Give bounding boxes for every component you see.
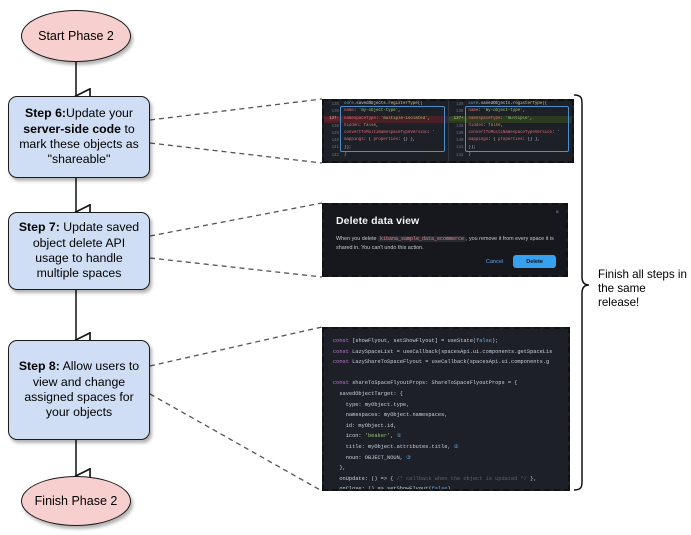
- code-line: type: myObject.type,: [333, 401, 410, 408]
- diff-line: 135 core.savedObjects.registerType({: [449, 101, 573, 108]
- node-start-phase-2[interactable]: Start Phase 2: [21, 10, 131, 62]
- diff-line: 136 name: 'my-object-type',: [449, 108, 573, 115]
- diff-line: 138 hidden: false,: [449, 123, 573, 130]
- code-line: },: [333, 465, 346, 472]
- step-8-prefix: Step 8:: [18, 359, 60, 374]
- diff-line: 139 convertToMultiNamespaceTypeVersion: …: [324, 130, 448, 137]
- code-line: const [showFlyout, setShowFlyout] = useS…: [333, 338, 499, 344]
- dialog-title: Delete data view: [336, 215, 420, 227]
- line-number: 141: [331, 146, 339, 151]
- brace-note: Finish all steps in the same release!: [598, 268, 687, 310]
- diff-code: });: [344, 145, 352, 150]
- node-step-6-label: Step 6:Update your server-side code to m…: [15, 106, 143, 168]
- screenshot-flyout-code[interactable]: const [showFlyout, setShowFlyout] = useS…: [322, 327, 570, 491]
- diff-line: 135 core.savedObjects.registerType({: [324, 101, 448, 108]
- diff-code: mappings: { properties: {} },: [468, 138, 540, 143]
- node-finish-phase-2[interactable]: Finish Phase 2: [21, 476, 131, 526]
- close-icon[interactable]: ×: [555, 210, 559, 216]
- node-finish-label: Finish Phase 2: [34, 494, 118, 508]
- node-step-7-label: Step 7: Update saved object delete API u…: [15, 220, 143, 282]
- line-number: 135: [331, 102, 339, 107]
- code-line: id: myObject.id,: [333, 422, 397, 429]
- diff-code: }: [344, 153, 347, 158]
- line-number: 138: [456, 124, 464, 129]
- diff-line: 141});: [324, 145, 448, 152]
- code-line: const LazySpaceList = useCallback(spaces…: [333, 348, 553, 355]
- delete-button[interactable]: Delete: [513, 255, 556, 268]
- dialog-actions: Cancel Delete: [486, 255, 556, 268]
- code-line: onClose: () => setShowFlyout(false),: [333, 486, 454, 491]
- diff-code: mappings: { properties: {} },: [344, 138, 416, 143]
- step-6-text-a: Update your: [66, 106, 133, 121]
- diff-line: 137+ namespaceType: 'multiple',: [448, 115, 572, 123]
- dialog-body: When you delete kibana_sample_data_ecomm…: [336, 235, 555, 253]
- code-line: onUpdate: () => { /* callback when the o…: [333, 475, 537, 482]
- dialog-body-code: kibana_sample_data_ecommerce: [377, 236, 466, 242]
- diff-code: name: 'my-object-type',: [468, 109, 526, 114]
- line-number: 142: [331, 153, 339, 158]
- dialog-body-before: When you delete: [336, 236, 377, 242]
- line-number: 139: [331, 131, 339, 136]
- dialog-body-after: , you remove it from every space it is s…: [336, 236, 554, 251]
- line-number: 137+: [448, 117, 467, 122]
- diff-line: 141});: [449, 145, 573, 152]
- line-number: 136: [331, 109, 339, 114]
- diff-code: namespaceType: 'multiple-isolated',: [344, 116, 431, 121]
- line-number: 137-: [324, 117, 342, 122]
- diff-line: 139 convertToMultiNamespaceTypeVersion: …: [449, 130, 573, 137]
- code-line: const LazyShareToSpaceFlyout = useCallba…: [333, 359, 550, 366]
- code-line: title: myObject.attributes.title, ②: [333, 443, 459, 450]
- line-number: 138: [331, 124, 339, 129]
- line-number: 142: [456, 153, 464, 158]
- line-number: 141: [456, 146, 464, 151]
- diff-code: convertToMultiNamespaceTypeVersion: ': [468, 131, 560, 136]
- code-line: [333, 368, 568, 379]
- diff-code: });: [468, 145, 476, 150]
- line-number: 140: [331, 139, 339, 144]
- code-line: const shareToSpaceFlyoutProps: ShareToSp…: [333, 380, 518, 387]
- node-step-8[interactable]: Step 8: Allow users to view and change a…: [8, 340, 150, 440]
- diff-line: 140 mappings: { properties: {} },: [449, 137, 573, 144]
- diff-code: name: 'my-object-type',: [344, 109, 401, 114]
- line-number: 135: [456, 102, 464, 107]
- cancel-button[interactable]: Cancel: [485, 258, 504, 265]
- diff-code: convertToMultiNamespaceTypeVersion: ': [344, 131, 435, 136]
- node-step-6[interactable]: Step 6:Update your server-side code to m…: [8, 96, 150, 178]
- code-line: noun: OBJECT_NOUN, ③: [333, 454, 411, 461]
- diff-code: hidden: false,: [468, 123, 503, 128]
- screenshot-delete-dialog[interactable]: × Delete data view When you delete kiban…: [322, 203, 568, 277]
- diff-line: 138 hidden: false,: [324, 123, 448, 130]
- code-line: icon: 'beaker', ①: [333, 433, 402, 440]
- code-line: savedObjectTarget: {: [333, 390, 403, 397]
- step-7-prefix: Step 7:: [18, 220, 60, 235]
- line-number: 140: [456, 139, 464, 144]
- node-step-7[interactable]: Step 7: Update saved object delete API u…: [8, 212, 150, 290]
- diff-line: 136 name: 'my-object-type',: [324, 108, 448, 115]
- node-step-8-label: Step 8: Allow users to view and change a…: [15, 359, 143, 421]
- step-6-text-bold: server-side code: [23, 121, 122, 136]
- diff-line: 142}: [324, 152, 448, 159]
- diff-pane-before: 135 core.savedObjects.registerType({ 136 n…: [324, 101, 449, 161]
- screenshot-register-type-diff[interactable]: 135 core.savedObjects.registerType({ 136 n…: [322, 99, 574, 163]
- line-number: 139: [456, 131, 464, 136]
- step-8-text: Allow users to view and change assigned …: [24, 359, 140, 420]
- code-line: namespaces: myObject.namespaces,: [333, 412, 448, 419]
- diff-code: hidden: false,: [344, 123, 379, 128]
- step-6-text-b: to mark these objects as "shareable": [19, 121, 139, 167]
- step-6-prefix: Step 6:: [25, 106, 66, 121]
- line-number: 136: [456, 109, 464, 114]
- diff-code: core.savedObjects.registerType({: [468, 102, 548, 106]
- diff-line: 142}: [449, 152, 573, 159]
- code-block: const [showFlyout, setShowFlyout] = useS…: [324, 329, 568, 489]
- node-start-label: Start Phase 2: [38, 29, 114, 43]
- step-7-text: Update saved object delete API usage to …: [32, 220, 140, 281]
- diff-line: 140 mappings: { properties: {} },: [324, 137, 448, 144]
- diff-line: 137- namespaceType: 'multiple-isolated',: [324, 115, 448, 123]
- diff-code: core.savedObjects.registerType({: [344, 102, 423, 106]
- diff-code: }: [468, 153, 471, 158]
- diff-code: namespaceType: 'multiple',: [468, 116, 533, 121]
- diff-pane-after: 135 core.savedObjects.registerType({ 136 n…: [448, 101, 573, 161]
